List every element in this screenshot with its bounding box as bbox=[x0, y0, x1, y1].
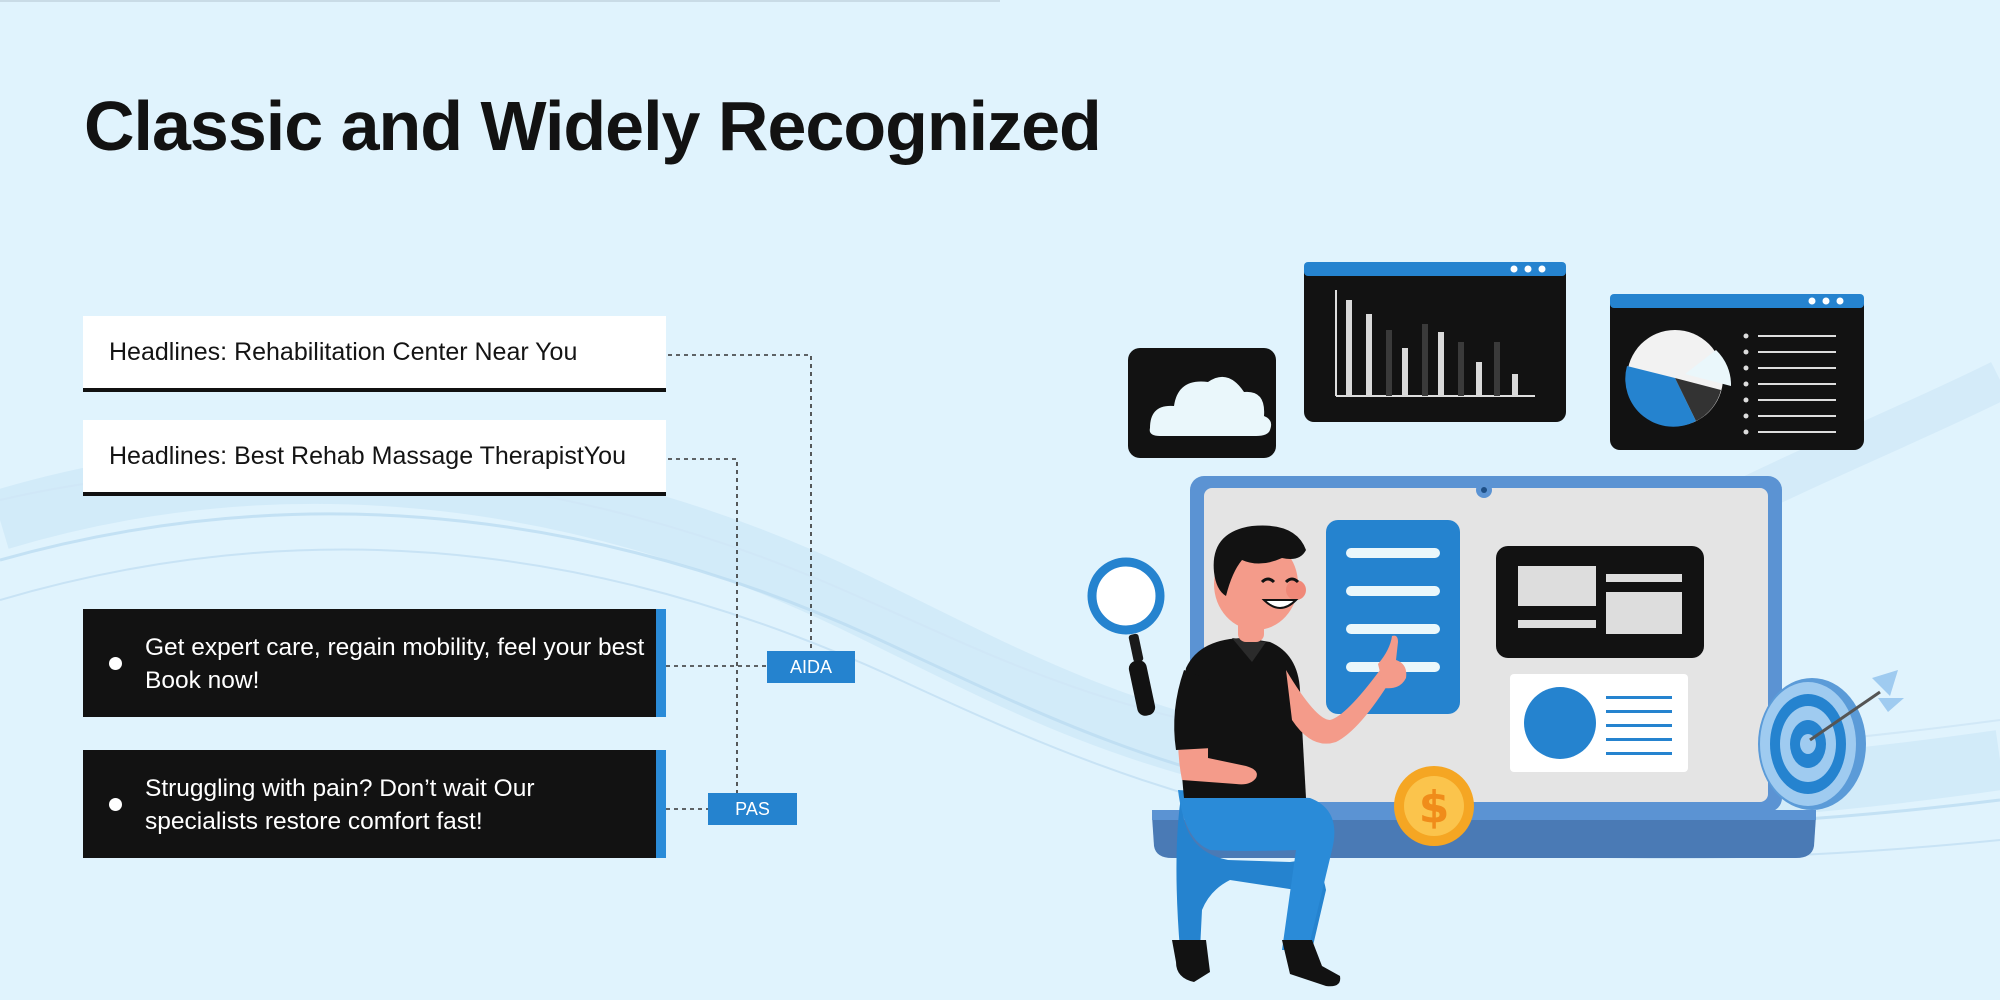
top-divider bbox=[0, 0, 1000, 2]
headline-2-text: Headlines: Best Rehab Massage TherapistY… bbox=[109, 441, 626, 470]
person-figure-icon bbox=[1172, 525, 1407, 987]
pie-chart-window-icon bbox=[1610, 294, 1864, 450]
ad-copy-2-text: Struggling with pain? Don’t wait Our spe… bbox=[145, 775, 535, 835]
ad-copy-2: Struggling with pain? Don’t wait Our spe… bbox=[83, 750, 666, 858]
ad-copy-1-text: Get expert care, regain mobility, feel y… bbox=[145, 634, 645, 694]
bullet-icon bbox=[109, 657, 122, 670]
dollar-coin-icon: $ bbox=[1394, 766, 1474, 846]
svg-text:$: $ bbox=[1419, 782, 1450, 833]
bar-chart-window-icon bbox=[1304, 262, 1566, 422]
pas-tag: PAS bbox=[708, 793, 797, 825]
target-arrow-icon bbox=[1758, 670, 1904, 810]
headline-1: Headlines: Rehabilitation Center Near Yo… bbox=[83, 316, 666, 392]
headline-2: Headlines: Best Rehab Massage TherapistY… bbox=[83, 420, 666, 496]
headline-1-text: Headlines: Rehabilitation Center Near Yo… bbox=[109, 337, 578, 366]
marketing-illustration: $ bbox=[1087, 262, 1904, 987]
ad-copy-1: Get expert care, regain mobility, feel y… bbox=[83, 609, 666, 717]
page-title: Classic and Widely Recognized bbox=[84, 87, 1102, 165]
magnifier-icon bbox=[1087, 557, 1165, 716]
aida-tag: AIDA bbox=[767, 651, 855, 683]
cloud-icon bbox=[1128, 348, 1276, 458]
bullet-icon bbox=[109, 798, 122, 811]
